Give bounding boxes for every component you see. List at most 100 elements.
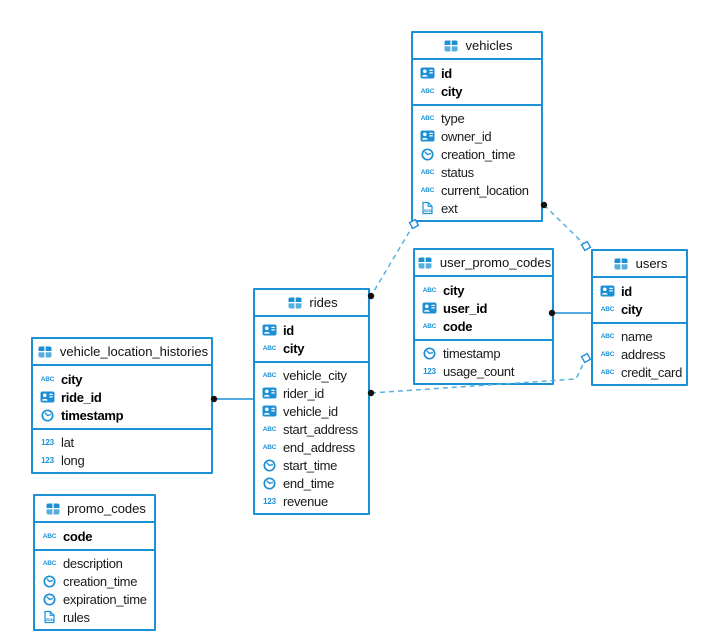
table-header[interactable]: rides — [255, 290, 368, 317]
table-icon — [416, 257, 435, 269]
column-name: user_id — [443, 300, 488, 316]
timestamp-column-icon — [260, 476, 279, 490]
column-row-timestamp[interactable]: timestamp — [415, 344, 552, 362]
table-title: user_promo_codes — [439, 255, 552, 270]
column-name: lat — [61, 434, 74, 450]
column-row-id[interactable]: id — [413, 64, 541, 82]
column-name: vehicle_city — [283, 367, 347, 383]
json-column-icon: JSON — [40, 610, 59, 624]
table-header[interactable]: user_promo_codes — [415, 250, 552, 277]
column-row-owner_id[interactable]: owner_id — [413, 127, 541, 145]
column-row-user_id[interactable]: user_id — [415, 299, 552, 317]
column-name: timestamp — [61, 407, 124, 423]
number-column-icon: 123 — [423, 366, 436, 376]
table-header[interactable]: vehicles — [413, 33, 541, 60]
text-column-icon: ABC — [262, 371, 277, 379]
timestamp-column-icon — [418, 147, 437, 161]
text-column-icon: ABC — [600, 368, 615, 376]
table-header[interactable]: users — [593, 251, 686, 278]
column-name: city — [443, 282, 465, 298]
column-name: id — [283, 322, 294, 338]
relationship-vehicles-rides — [370, 223, 415, 297]
identity-column-icon — [260, 387, 279, 399]
column-name: code — [63, 528, 93, 544]
identity-column-icon — [418, 130, 437, 142]
column-row-vehicle_city[interactable]: ABC vehicle_city — [255, 366, 368, 384]
column-row-end_time[interactable]: end_time — [255, 474, 368, 492]
column-row-creation_time[interactable]: creation_time — [413, 145, 541, 163]
table-icon — [285, 297, 304, 309]
column-row-credit_card[interactable]: ABC credit_card — [593, 363, 686, 381]
column-row-ride_id[interactable]: ride_id — [33, 388, 211, 406]
json-column-icon: JSON — [418, 201, 437, 215]
column-name: creation_time — [441, 146, 516, 162]
number-column-icon: 123 — [41, 437, 54, 447]
column-row-rider_id[interactable]: rider_id — [255, 384, 368, 402]
column-name: vehicle_id — [283, 403, 338, 419]
column-row-end_address[interactable]: ABC end_address — [255, 438, 368, 456]
timestamp-column-icon — [40, 592, 59, 606]
column-row-lat[interactable]: 123 lat — [33, 433, 211, 451]
column-name: end_address — [283, 439, 355, 455]
table-header[interactable]: promo_codes — [35, 496, 154, 523]
column-name: owner_id — [441, 128, 492, 144]
column-row-timestamp[interactable]: timestamp — [33, 406, 211, 424]
column-row-expiration_time[interactable]: expiration_time — [35, 590, 154, 608]
column-row-id[interactable]: id — [255, 321, 368, 339]
column-row-start_time[interactable]: start_time — [255, 456, 368, 474]
identity-column-icon — [260, 405, 279, 417]
text-column-icon: ABC — [262, 344, 277, 352]
column-row-vehicle_id[interactable]: vehicle_id — [255, 402, 368, 420]
column-name: city — [283, 340, 305, 356]
timestamp-column-icon — [260, 458, 279, 472]
text-column-icon: ABC — [600, 305, 615, 313]
identity-column-icon — [598, 285, 617, 297]
column-row-creation_time[interactable]: creation_time — [35, 572, 154, 590]
table-title: rides — [309, 295, 338, 310]
text-column-icon: ABC — [42, 559, 57, 567]
column-name: credit_card — [621, 364, 683, 380]
table-title: vehicle_location_histories — [59, 344, 209, 359]
number-column-icon: 123 — [263, 496, 276, 506]
text-column-icon: ABC — [262, 443, 277, 451]
table-title: promo_codes — [67, 501, 146, 516]
table-header[interactable]: vehicle_location_histories — [33, 339, 211, 366]
column-name: ext — [441, 200, 458, 216]
column-row-city[interactable]: ABC city — [255, 339, 368, 357]
text-column-icon: ABC — [40, 375, 55, 383]
column-row-ext[interactable]: JSON ext — [413, 199, 541, 217]
column-row-id[interactable]: id — [593, 282, 686, 300]
